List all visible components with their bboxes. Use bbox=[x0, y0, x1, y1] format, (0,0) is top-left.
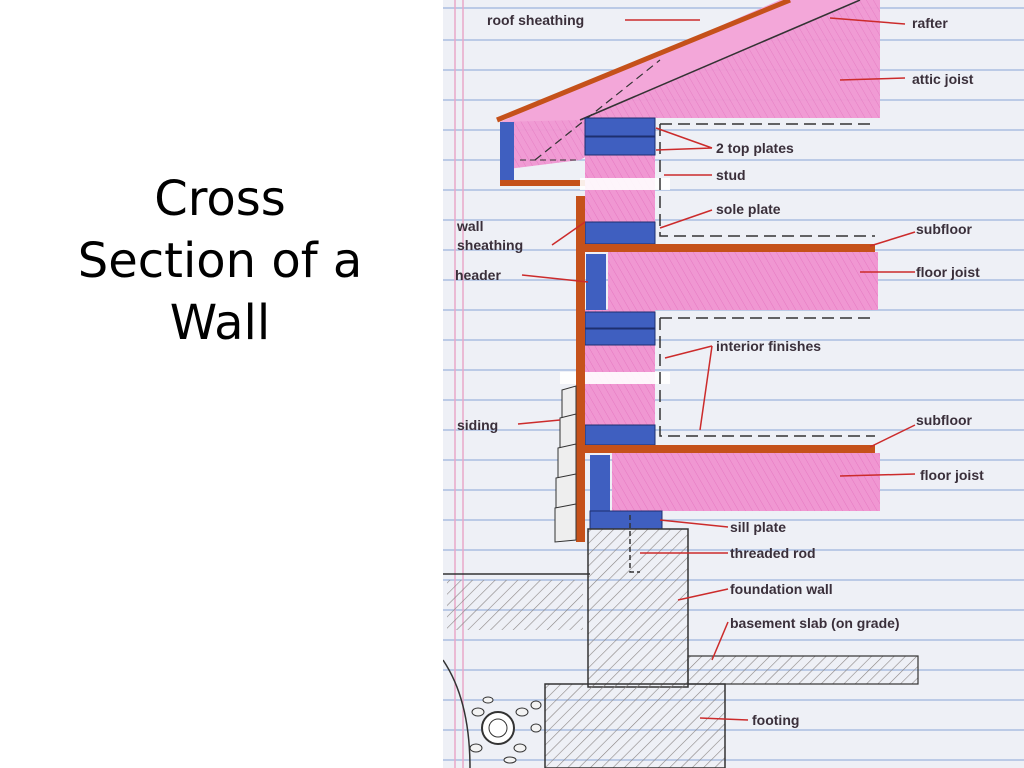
sole-plate-upper bbox=[584, 221, 656, 245]
label-header: header bbox=[455, 267, 501, 283]
label-siding: siding bbox=[457, 417, 498, 433]
ground-soil bbox=[443, 573, 590, 768]
floor-joist-upper bbox=[608, 252, 878, 310]
label-attic-joist: attic joist bbox=[912, 71, 974, 87]
header-block bbox=[586, 254, 606, 310]
foundation-wall bbox=[587, 528, 689, 688]
footing bbox=[544, 683, 726, 768]
top-plate-2 bbox=[584, 136, 656, 156]
basement-slab bbox=[687, 655, 919, 685]
label-sheathing: sheathing bbox=[457, 237, 523, 253]
rafter-pink bbox=[500, 0, 860, 122]
upper-interior-dash bbox=[659, 123, 875, 237]
slide-title: Cross Section of a Wall bbox=[40, 168, 400, 354]
label-footing: footing bbox=[752, 712, 799, 728]
subfloor-upper bbox=[585, 244, 875, 252]
lower-interior-dash bbox=[659, 317, 875, 437]
label-subfloor-upper: subfloor bbox=[916, 221, 973, 237]
floor-joist-lower bbox=[612, 453, 880, 511]
title-line-2: Section of a bbox=[77, 233, 363, 289]
label-interior-finishes: interior finishes bbox=[716, 338, 821, 354]
title-line-3: Wall bbox=[169, 295, 271, 351]
label-subfloor-lower: subfloor bbox=[916, 412, 973, 428]
label-floor-joist-lower: floor joist bbox=[920, 467, 984, 483]
label-rafter: rafter bbox=[912, 15, 948, 31]
label-roof-sheathing: roof sheathing bbox=[487, 12, 584, 28]
fascia-block bbox=[500, 122, 514, 182]
label-sill-plate: sill plate bbox=[730, 519, 786, 535]
roof-sheathing-line bbox=[496, 0, 791, 123]
subfloor-lower bbox=[585, 445, 875, 453]
label-wall: wall bbox=[456, 218, 483, 234]
label-floor-joist-upper: floor joist bbox=[916, 264, 980, 280]
siding-boards bbox=[554, 385, 577, 543]
margin-lines bbox=[454, 0, 464, 768]
leader-lines bbox=[517, 17, 916, 721]
wall-sheathing bbox=[576, 196, 585, 542]
label-basement-slab: basement slab (on grade) bbox=[730, 615, 900, 631]
threaded-rod bbox=[629, 515, 640, 573]
top-plate-1 bbox=[584, 117, 656, 137]
label-sole-plate: sole plate bbox=[716, 201, 781, 217]
label-foundation-wall: foundation wall bbox=[730, 581, 833, 597]
label-top-plates: 2 top plates bbox=[716, 140, 794, 156]
sill-plate bbox=[589, 510, 663, 530]
label-threaded-rod: threaded rod bbox=[730, 545, 816, 561]
wall-cross-section-diagram: roof sheathing rafter attic joist 2 top … bbox=[443, 0, 1024, 768]
drain-gravel bbox=[469, 696, 542, 764]
title-line-1: Cross bbox=[154, 171, 286, 227]
label-stud: stud bbox=[716, 167, 746, 183]
